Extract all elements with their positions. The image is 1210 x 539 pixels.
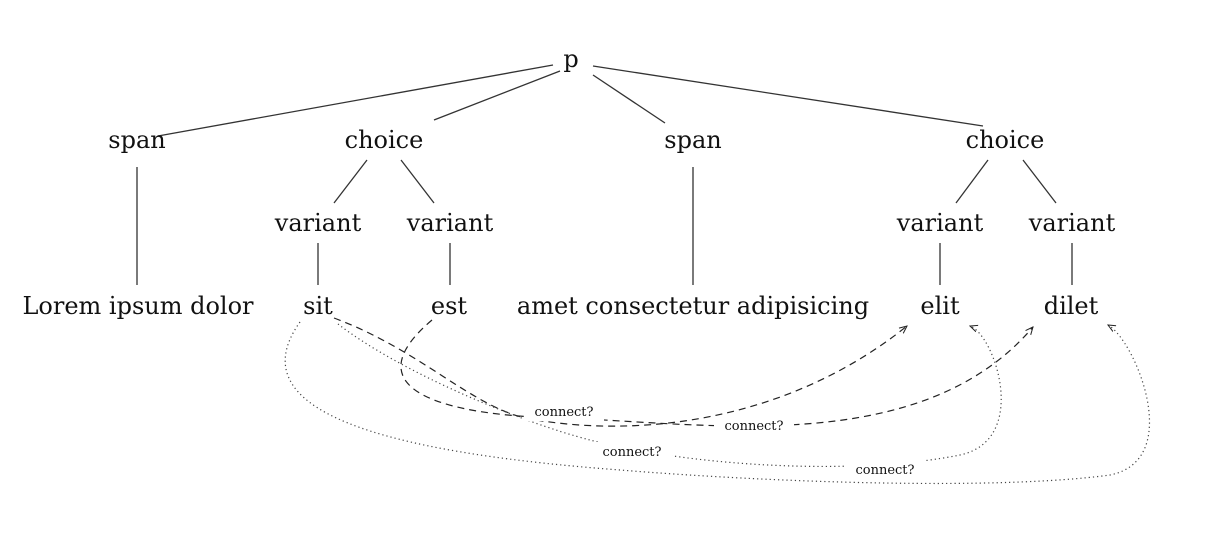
edge-choice-2-variant-4 (1022, 159, 1057, 204)
tree-edges (136, 64, 1073, 285)
node-root: p (563, 45, 578, 73)
edge-p-choice-1 (433, 70, 561, 121)
edge-p-span-2 (592, 74, 666, 124)
node-variant-4: variant (1028, 209, 1116, 237)
edge-choice-1-variant-2 (400, 159, 435, 204)
link-est-elit-dotted (337, 323, 1002, 468)
connect-label-bg-1 (524, 403, 604, 421)
node-choice-2: choice (966, 126, 1045, 154)
connect-label-2: connect? (724, 419, 783, 434)
edge-choice-2-variant-3 (955, 159, 989, 204)
connection-labels: connect? connect? connect? connect? (524, 403, 925, 478)
connect-label-1: connect? (534, 405, 593, 420)
node-variant-3: variant (896, 209, 984, 237)
connect-label-bg-4 (845, 460, 925, 478)
leaf-3: est (431, 292, 468, 320)
connection-curves (284, 317, 1151, 485)
node-variant-1: variant (274, 209, 362, 237)
connect-label-4: connect? (855, 463, 914, 478)
leaf-2: sit (303, 292, 333, 320)
node-span-2: span (664, 126, 721, 154)
edge-p-choice-2 (592, 65, 984, 127)
connect-label-3: connect? (602, 445, 661, 460)
link-sit-elit-dashed (333, 317, 907, 427)
leaf-4: amet consectetur adipisicing (517, 292, 869, 320)
connect-label-bg-2 (714, 416, 794, 434)
leaf-5: elit (920, 292, 960, 320)
edge-choice-1-variant-1 (333, 159, 368, 204)
edge-p-span-1 (157, 64, 554, 137)
leaf-1: Lorem ipsum dolor (22, 292, 254, 320)
node-choice-1: choice (345, 126, 424, 154)
tree-nodes: p span choice span choice variant varian… (22, 45, 1115, 320)
link-est-dilet-dashed (400, 319, 1033, 427)
link-sit-dilet-dotted (284, 321, 1151, 485)
connect-label-bg-3 (592, 442, 672, 460)
node-span-1: span (108, 126, 165, 154)
node-variant-2: variant (406, 209, 494, 237)
leaf-6: dilet (1044, 292, 1099, 320)
